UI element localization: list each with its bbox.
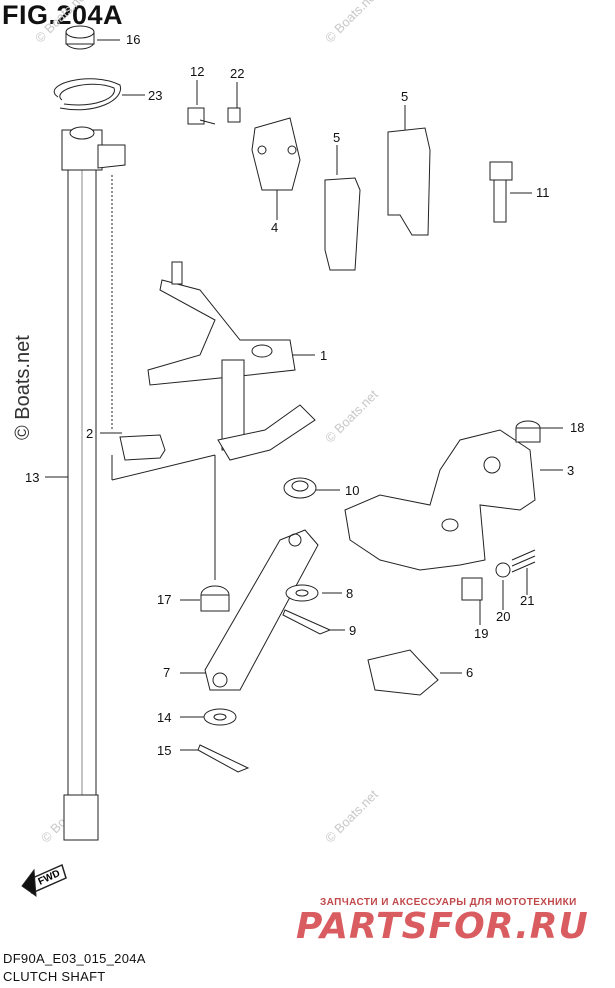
callout-12: 12	[190, 64, 204, 79]
callout-6: 6	[466, 665, 473, 680]
callout-15: 15	[157, 743, 171, 758]
callout-9: 9	[349, 623, 356, 638]
callout-14: 14	[157, 710, 171, 725]
callout-5-right: 5	[401, 89, 408, 104]
footer-name: CLUTCH SHAFT	[3, 969, 106, 984]
callout-17: 17	[157, 592, 171, 607]
callout-13: 13	[25, 470, 39, 485]
callout-16: 16	[126, 32, 140, 47]
callout-11: 11	[536, 185, 550, 200]
footer-code: DF90A_E03_015_204A	[3, 951, 146, 966]
callout-22: 22	[230, 66, 244, 81]
callout-21: 21	[520, 593, 534, 608]
callout-1: 1	[320, 348, 327, 363]
callout-5-left: 5	[333, 130, 340, 145]
callout-2: 2	[86, 426, 93, 441]
callout-10: 10	[345, 483, 359, 498]
ad-brand: PARTSFOR.RU	[296, 906, 589, 947]
callout-20: 20	[496, 609, 510, 624]
callout-4: 4	[271, 220, 278, 235]
callout-3: 3	[567, 463, 574, 478]
figure-title: FIG.204A	[2, 0, 124, 30]
callout-8: 8	[346, 586, 353, 601]
callout-23: 23	[148, 88, 162, 103]
callout-19: 19	[474, 626, 488, 641]
callout-7: 7	[163, 665, 170, 680]
ad-top-line: ЗАПЧАСТИ И АКСЕССУАРЫ ДЛЯ МОТОТЕХНИКИ	[320, 897, 577, 908]
callout-18: 18	[570, 420, 584, 435]
